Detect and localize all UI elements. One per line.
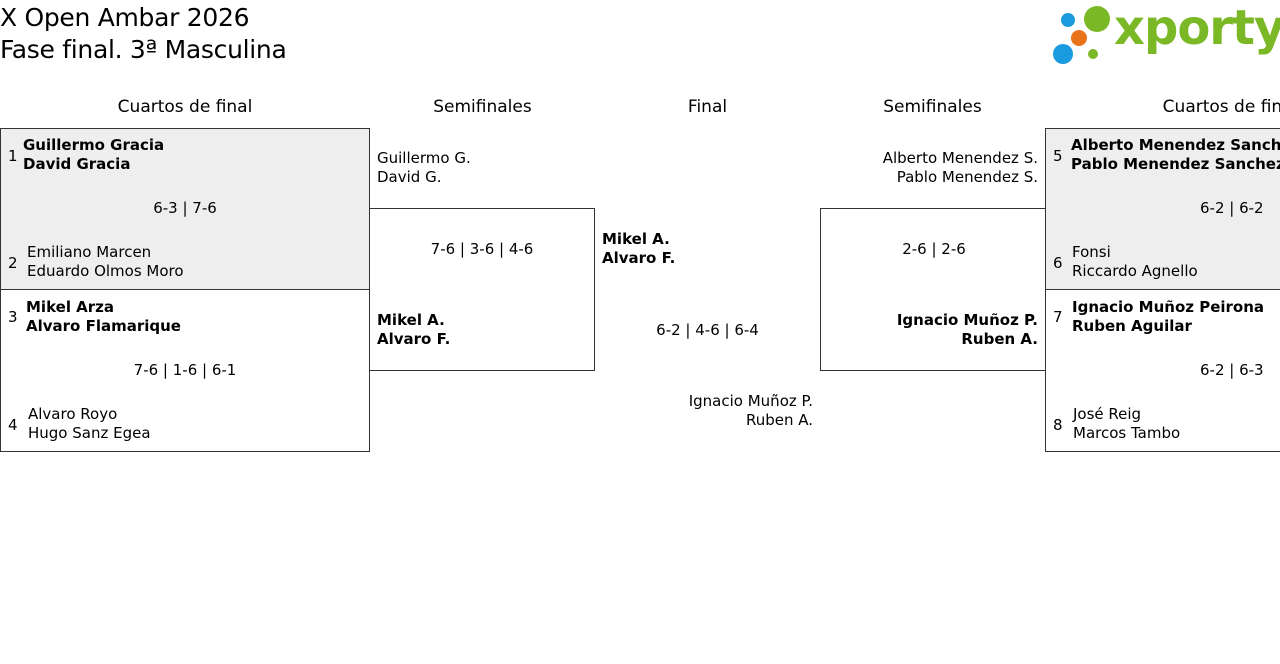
seed-number: 4 bbox=[8, 416, 18, 434]
match-qf-3[interactable]: 5 Alberto Menendez Sanchez Pablo Menende… bbox=[1045, 128, 1280, 290]
round-header-final: Final bbox=[687, 97, 728, 117]
match-qf-1[interactable]: 1 Guillermo Gracia David Gracia 6-3 | 7-… bbox=[0, 128, 370, 290]
player-name: Alvaro Royo bbox=[28, 405, 118, 423]
match-qf-4[interactable]: 7 Ignacio Muñoz Peirona Ruben Aguilar 6-… bbox=[1045, 289, 1280, 452]
player-name: Ignacio Muñoz P. bbox=[688, 392, 813, 410]
seed-number: 7 bbox=[1053, 308, 1063, 326]
player-name: Pablo Menendez Sanchez bbox=[1071, 155, 1280, 173]
player-name: Eduardo Olmos Moro bbox=[27, 262, 184, 280]
round-header-right-semifinals: Semifinales bbox=[883, 97, 982, 117]
xporty-logo: xporty bbox=[1052, 0, 1280, 66]
match-score: 7-6 | 3-6 | 4-6 bbox=[430, 240, 534, 258]
player-name: Ignacio Muñoz P. bbox=[896, 311, 1038, 329]
player-name: Guillermo G. bbox=[377, 149, 471, 167]
player-name: Alvaro Flamarique bbox=[26, 317, 181, 335]
pair-winner: Guillermo Gracia David Gracia bbox=[23, 136, 164, 174]
seed-number: 3 bbox=[8, 308, 18, 326]
player-name: Guillermo Gracia bbox=[23, 136, 165, 154]
player-name: Alberto Menendez S. bbox=[882, 149, 1038, 167]
final-top-pair: Mikel A. Alvaro F. bbox=[602, 230, 675, 268]
final-bottom-pair: Ignacio Muñoz P. Ruben A. bbox=[595, 392, 813, 430]
round-header-right-quarterfinals: Cuartos de final bbox=[1162, 97, 1280, 117]
logo-wordmark: xporty bbox=[1114, 0, 1280, 56]
player-name: David G. bbox=[377, 168, 442, 186]
player-name: Pablo Menendez S. bbox=[896, 168, 1038, 186]
seed-number: 8 bbox=[1053, 416, 1063, 434]
pair-loser: Alvaro Royo Hugo Sanz Egea bbox=[28, 405, 151, 443]
pair-winner: Mikel Arza Alvaro Flamarique bbox=[26, 298, 181, 336]
logo-dots-icon bbox=[1053, 6, 1110, 64]
round-header-left-semifinals: Semifinales bbox=[433, 97, 532, 117]
player-name: David Gracia bbox=[23, 155, 131, 173]
seed-number: 5 bbox=[1053, 147, 1063, 165]
sf-1-top-pair: Guillermo G. David G. bbox=[377, 149, 471, 187]
player-name: Mikel A. bbox=[602, 230, 670, 248]
seed-number: 6 bbox=[1053, 254, 1063, 272]
player-name: Hugo Sanz Egea bbox=[28, 424, 151, 442]
sf-2-top-pair: Alberto Menendez S. Pablo Menendez S. bbox=[820, 149, 1038, 187]
player-name: Alvaro F. bbox=[377, 330, 451, 348]
round-header-left-quarterfinals: Cuartos de final bbox=[117, 97, 253, 117]
match-sf-1[interactable]: 7-6 | 3-6 | 4-6 Mikel A. Alvaro F. bbox=[369, 208, 595, 371]
match-sf-2[interactable]: 2-6 | 2-6 Ignacio Muñoz P. Ruben A. bbox=[820, 208, 1046, 371]
player-name: Ruben A. bbox=[745, 411, 813, 429]
seed-number: 1 bbox=[8, 147, 18, 165]
player-name: Ruben Aguilar bbox=[1072, 317, 1192, 335]
match-score: 2-6 | 2-6 bbox=[902, 240, 966, 258]
player-name: Alvaro F. bbox=[602, 249, 676, 267]
match-score: 6-3 | 7-6 bbox=[153, 199, 217, 217]
phase-name: Fase final. 3ª Masculina bbox=[0, 35, 287, 64]
player-name: José Reig bbox=[1073, 405, 1142, 423]
final-score: 6-2 | 4-6 | 6-4 bbox=[656, 321, 759, 339]
seed-number: 2 bbox=[8, 254, 18, 272]
page-title: X Open Ambar 2026 Fase final. 3ª Masculi… bbox=[0, 2, 287, 66]
pair-loser: José Reig Marcos Tambo bbox=[1073, 405, 1180, 443]
match-score: 7-6 | 1-6 | 6-1 bbox=[133, 361, 237, 379]
player-name: Mikel A. bbox=[377, 311, 445, 329]
match-qf-2[interactable]: 3 Mikel Arza Alvaro Flamarique 7-6 | 1-6… bbox=[0, 289, 370, 452]
pair-loser: Fonsi Riccardo Agnello bbox=[1072, 243, 1198, 281]
match-score: 6-2 | 6-2 bbox=[1200, 199, 1264, 217]
pair-winner: Ignacio Muñoz Peirona Ruben Aguilar bbox=[1072, 298, 1264, 336]
tournament-name: X Open Ambar 2026 bbox=[0, 3, 250, 32]
pair-winner: Ignacio Muñoz P. Ruben A. bbox=[821, 311, 1038, 349]
pair-winner: Alberto Menendez Sanchez Pablo Menendez … bbox=[1071, 136, 1280, 174]
player-name: Fonsi bbox=[1072, 243, 1111, 261]
player-name: Ruben A. bbox=[961, 330, 1038, 348]
pair-loser: Emiliano Marcen Eduardo Olmos Moro bbox=[27, 243, 184, 281]
match-score: 6-2 | 6-3 bbox=[1200, 361, 1264, 379]
player-name: Marcos Tambo bbox=[1073, 424, 1181, 442]
player-name: Alberto Menendez Sanchez bbox=[1071, 136, 1280, 154]
player-name: Ignacio Muñoz Peirona bbox=[1072, 298, 1265, 316]
player-name: Emiliano Marcen bbox=[27, 243, 152, 261]
player-name: Mikel Arza bbox=[26, 298, 115, 316]
pair-winner: Mikel A. Alvaro F. bbox=[377, 311, 450, 349]
player-name: Riccardo Agnello bbox=[1072, 262, 1198, 280]
